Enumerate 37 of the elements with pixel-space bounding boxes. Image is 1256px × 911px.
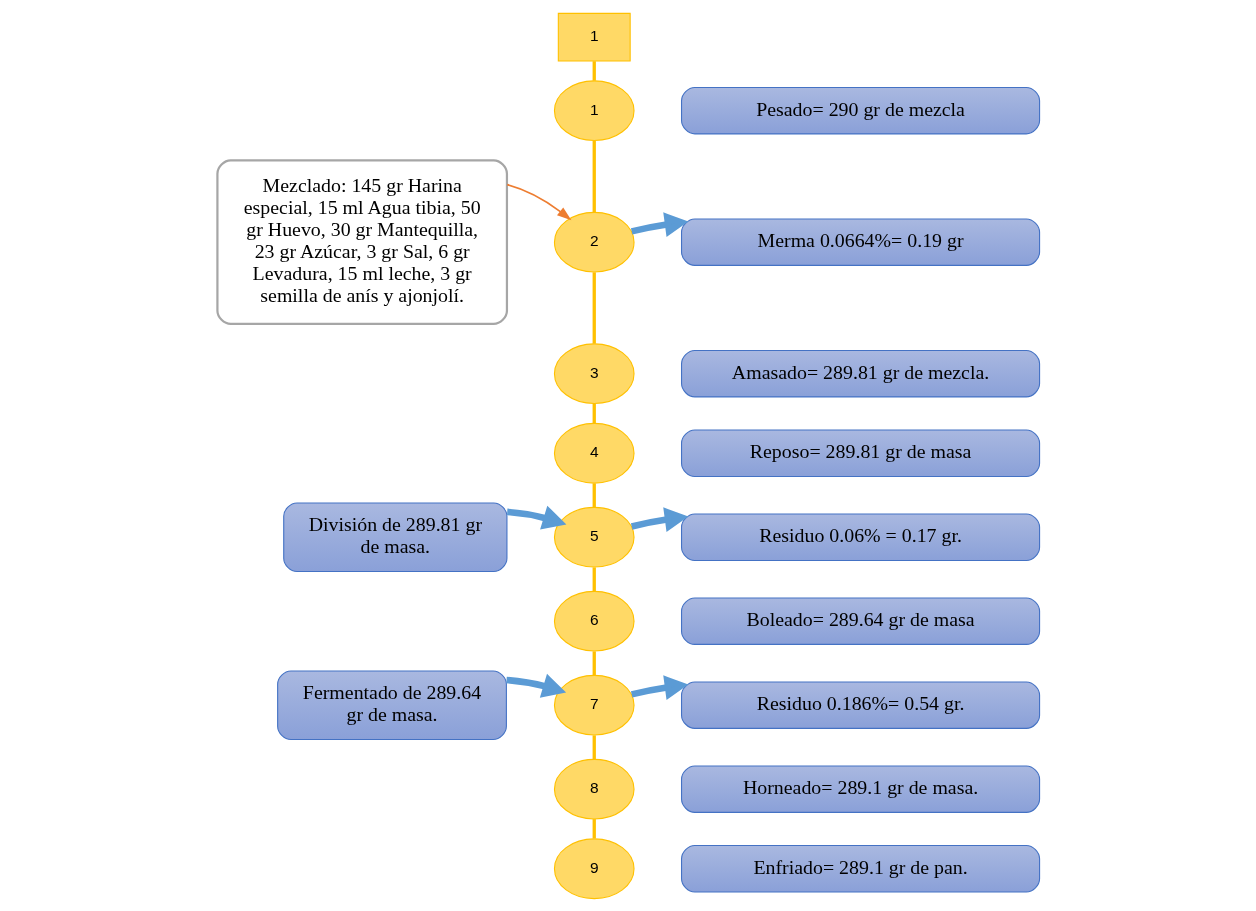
connector <box>592 566 596 591</box>
node-ellipse: 6 <box>553 590 635 652</box>
node-box: Residuo 0.06% = 0.17 gr. <box>680 512 1040 561</box>
node-ellipse: 2 <box>553 211 635 273</box>
connector <box>592 271 596 344</box>
node-box: Mezclado: 145 gr Harina especial, 15 ml Agua tibia, 50 gr Huevo, 30 gr Mantequilla, 23 gr Azúcar, 3 gr Sal, 6 gr Levadura, 15 ml leche, 3 gr semilla de anís y ajonjolí. <box>215 158 508 325</box>
connector <box>592 734 596 759</box>
node-box: Enfriado= 289.1 gr de pan. <box>680 844 1040 892</box>
node-box: Fermentado de 289.64 gr de masa. <box>276 669 507 740</box>
node-box: Residuo 0.186%= 0.54 gr. <box>680 680 1040 729</box>
node-box: 1 <box>557 12 631 61</box>
node-box: Merma 0.0664%= 0.19 gr <box>680 217 1040 266</box>
connector <box>592 818 596 839</box>
arrow <box>506 505 566 530</box>
arrow <box>505 673 566 698</box>
arrow <box>505 183 571 220</box>
connector <box>592 140 596 212</box>
node-box: División de 289.81 gr de masa. <box>282 501 507 572</box>
node-ellipse: 5 <box>553 506 635 568</box>
node-ellipse: 7 <box>553 674 635 736</box>
node-box: Reposo= 289.81 gr de masa <box>680 428 1040 477</box>
node-ellipse: 1 <box>553 79 635 141</box>
node-ellipse: 9 <box>553 837 635 899</box>
node-box: Boleado= 289.64 gr de masa <box>680 596 1040 645</box>
arrow <box>630 674 688 700</box>
connector <box>592 60 596 81</box>
connector <box>592 482 596 507</box>
arrow <box>630 506 688 532</box>
connector <box>592 403 596 423</box>
node-box: Amasado= 289.81 gr de mezcla. <box>680 349 1040 397</box>
connector <box>592 650 596 675</box>
node-ellipse: 4 <box>553 422 635 484</box>
node-ellipse: 8 <box>553 758 635 820</box>
node-ellipse: 3 <box>553 342 635 404</box>
node-box: Pesado= 290 gr de mezcla <box>680 86 1040 134</box>
node-box: Horneado= 289.1 gr de masa. <box>680 764 1040 813</box>
arrow <box>630 211 688 237</box>
